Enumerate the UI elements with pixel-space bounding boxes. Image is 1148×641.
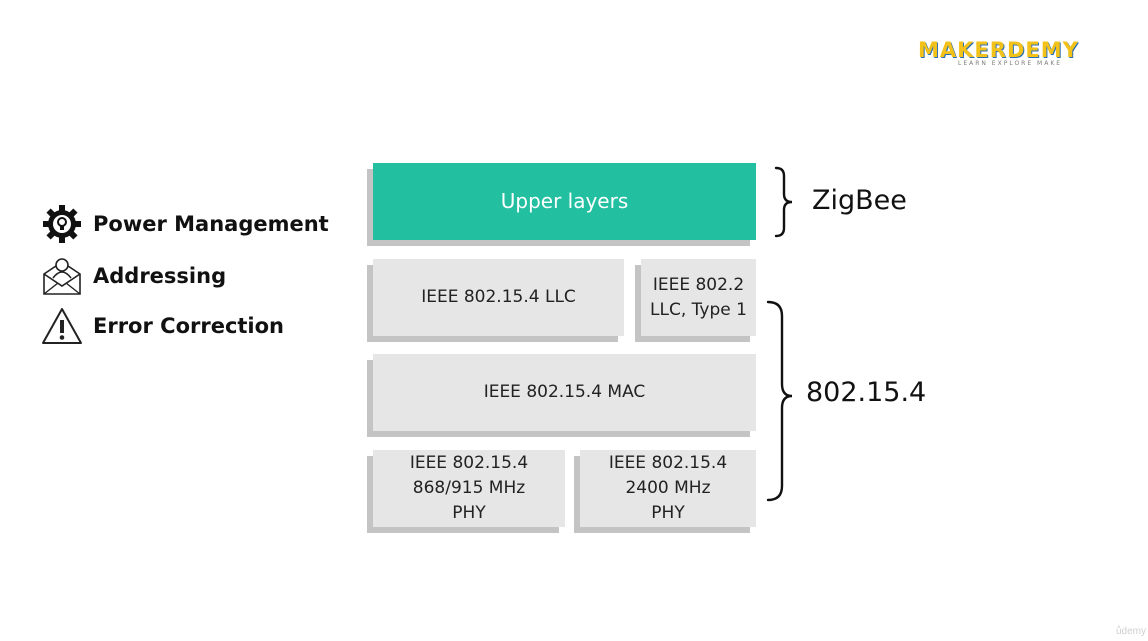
feature-error-correction: Error Correction bbox=[40, 306, 284, 346]
llc2-label-line1: IEEE 802.2 bbox=[652, 274, 745, 295]
phy-2400-block: IEEE 802.15.4 2400 MHz PHY bbox=[580, 450, 756, 527]
logo-tagline: LEARN EXPLORE MAKE bbox=[958, 60, 1063, 67]
ieee-802-15-4-brace bbox=[766, 300, 793, 502]
feature-label: Error Correction bbox=[93, 314, 285, 338]
phy1-label-line2: 868/915 MHz bbox=[412, 478, 526, 498]
llc-block: IEEE 802.15.4 LLC bbox=[373, 259, 624, 336]
phy1-label-line1: IEEE 802.15.4 bbox=[409, 453, 529, 473]
ieee-802-15-4-label: 802.15.4 bbox=[806, 377, 927, 408]
mail-user-icon bbox=[40, 256, 84, 296]
zigbee-label: ZigBee bbox=[812, 185, 907, 216]
warning-icon bbox=[40, 306, 84, 346]
llc2-label-line2: LLC, Type 1 bbox=[650, 299, 747, 320]
makerdemy-logo: MAKERDEMY LEARN EXPLORE MAKE bbox=[918, 38, 1088, 74]
feature-power-management: Power Management bbox=[40, 204, 329, 244]
upper-layers-block: Upper layers bbox=[373, 163, 756, 240]
upper-layers-label: Upper layers bbox=[500, 189, 629, 213]
udemy-watermark: ůdemy bbox=[1115, 626, 1146, 637]
phy-868-block: IEEE 802.15.4 868/915 MHz PHY bbox=[373, 450, 565, 527]
phy2-label-line2: 2400 MHz bbox=[625, 478, 711, 498]
phy2-label-line1: IEEE 802.15.4 bbox=[608, 453, 728, 473]
feature-addressing: Addressing bbox=[40, 256, 226, 296]
logo-wordmark: MAKERDEMY bbox=[918, 38, 1079, 62]
llc-label: IEEE 802.15.4 LLC bbox=[421, 287, 576, 307]
feature-label: Power Management bbox=[93, 212, 329, 236]
phy1-label-line3: PHY bbox=[452, 503, 486, 523]
llc2-block: IEEE 802.2 LLC, Type 1 bbox=[641, 259, 756, 336]
zigbee-brace bbox=[774, 166, 793, 238]
feature-label: Addressing bbox=[93, 264, 227, 288]
gear-bulb-icon bbox=[40, 204, 84, 244]
phy2-label-line3: PHY bbox=[651, 503, 685, 523]
mac-block: IEEE 802.15.4 MAC bbox=[373, 354, 756, 431]
mac-label: IEEE 802.15.4 MAC bbox=[483, 382, 646, 402]
